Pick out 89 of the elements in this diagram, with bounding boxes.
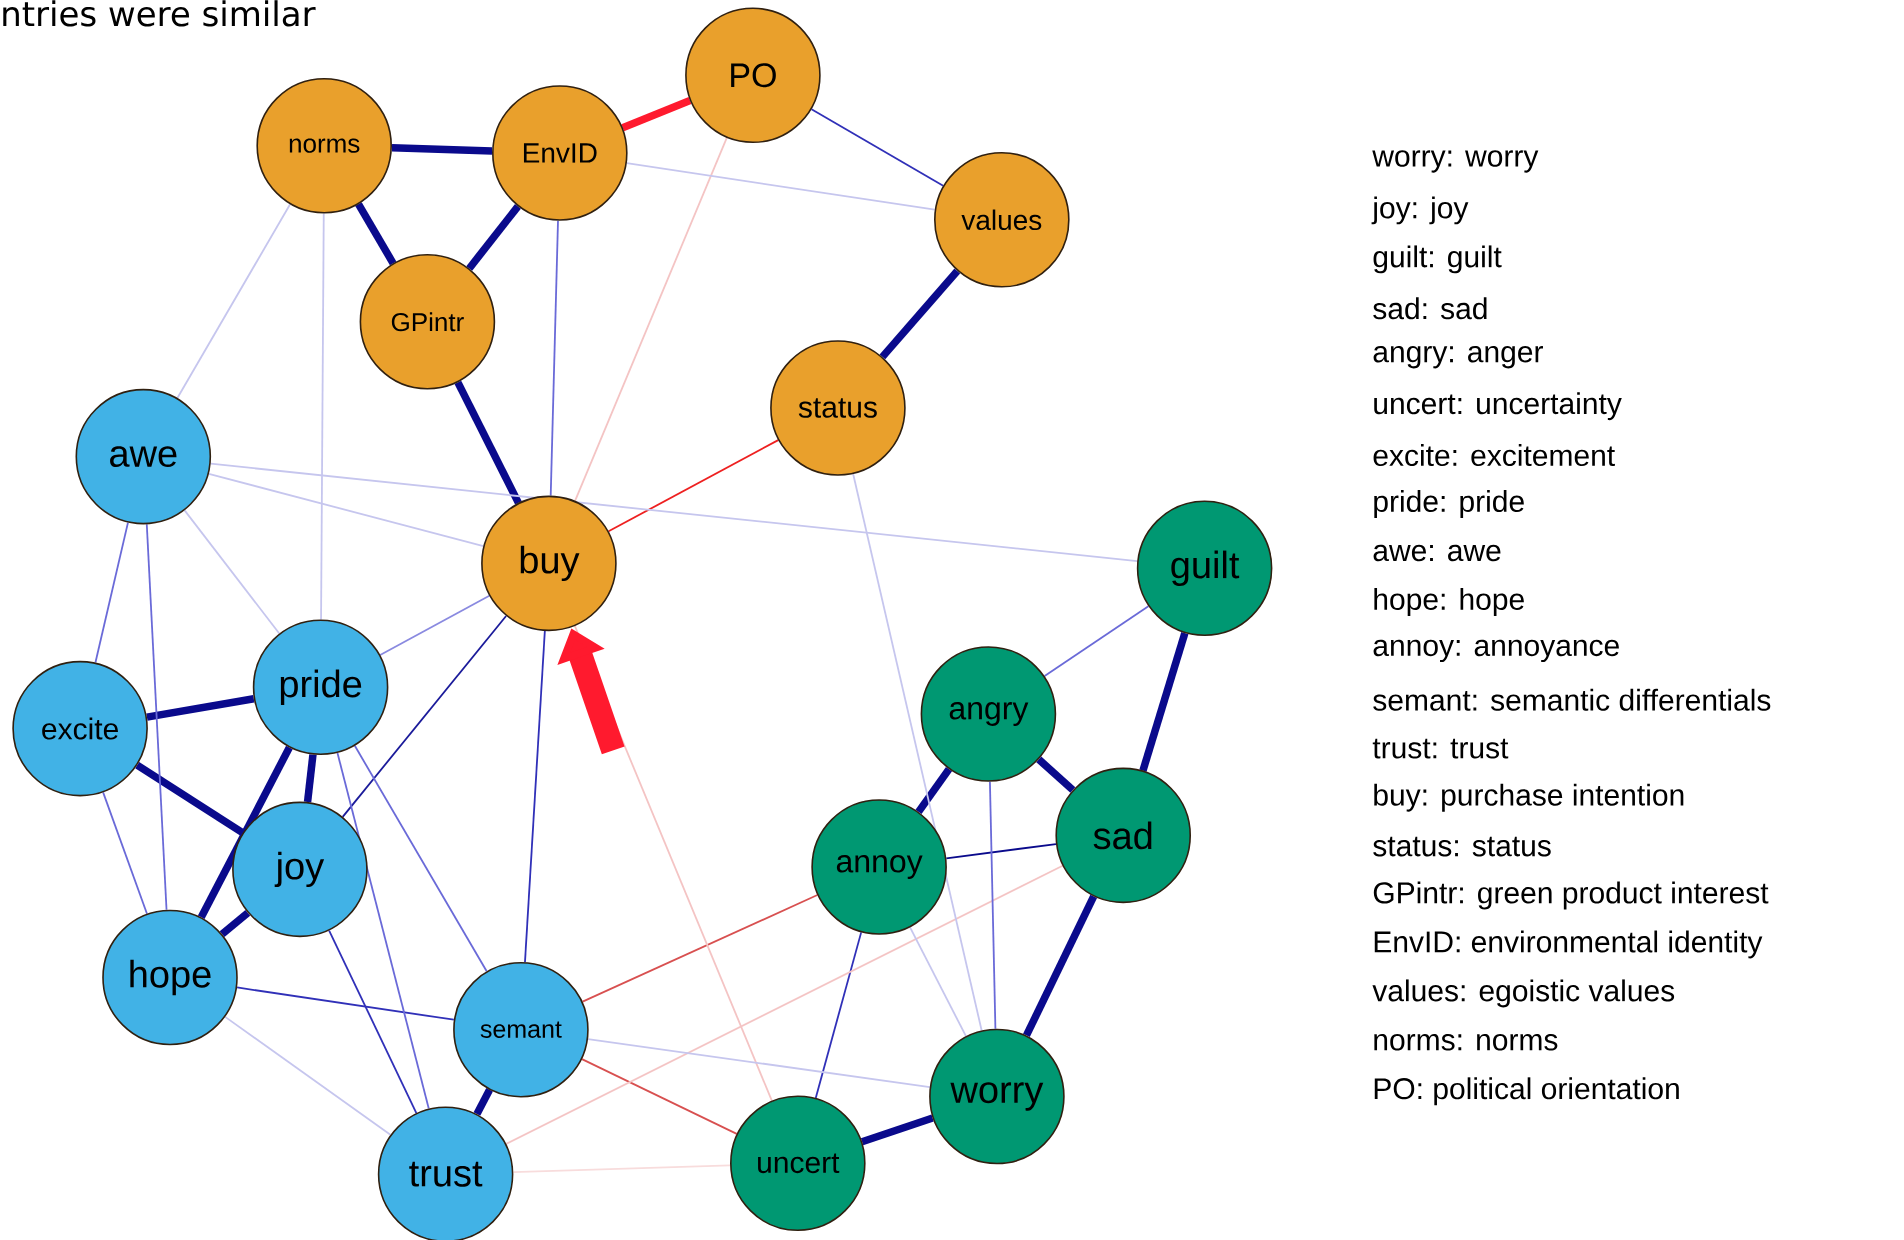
- network-edge: [581, 1058, 738, 1135]
- legend-text: values: egoistic values: [1372, 979, 1675, 1008]
- legend-text: guilt: guilt: [1373, 245, 1502, 274]
- network-edge: [989, 780, 997, 1030]
- network-node: norms: [256, 77, 392, 214]
- network-node: annoy: [811, 799, 947, 935]
- legend-text: GPintr: green product interest: [1373, 881, 1769, 910]
- legend-text: uncert: uncertainty: [1374, 392, 1622, 421]
- network-node: semant: [453, 961, 589, 1098]
- network-node: values: [934, 152, 1070, 288]
- network-edge: [574, 136, 728, 502]
- network-edge: [135, 762, 245, 836]
- network-node: uncert: [730, 1095, 866, 1232]
- network-edge: [183, 509, 281, 635]
- legend-text: angry: anger: [1373, 346, 1543, 369]
- network-edge: [852, 473, 983, 1032]
- legend-text: pride: pride: [1374, 490, 1524, 518]
- network-node: joy: [232, 801, 368, 938]
- network-edge: [320, 212, 325, 621]
- network-edge: [1043, 605, 1150, 677]
- legend-text: semant: semantic differentials: [1373, 688, 1771, 711]
- network-edge: [621, 97, 692, 132]
- network-node: trust: [377, 1106, 514, 1240]
- legend-text: norms: norms: [1374, 1034, 1558, 1051]
- legend-text: worry: worry: [1372, 150, 1539, 173]
- network-edge: [466, 204, 521, 271]
- network-edge: [607, 439, 780, 533]
- network-node: worry: [929, 1028, 1065, 1165]
- network-node: PO: [685, 7, 821, 144]
- network-edge: [236, 986, 455, 1021]
- network-edge: [102, 791, 148, 915]
- network-node: buy: [481, 495, 617, 632]
- network-edge: [945, 843, 1057, 860]
- legend-text: EnvID: environmental identity: [1374, 930, 1763, 959]
- network-edge: [355, 202, 397, 266]
- network-edge: [512, 1164, 731, 1173]
- network-edge: [336, 752, 430, 1110]
- network-edge: [353, 744, 488, 973]
- network-edge: [909, 926, 967, 1038]
- network-edge: [454, 380, 522, 505]
- network-edge: [391, 144, 493, 155]
- network-node: EnvID: [492, 85, 628, 221]
- network-edge: [328, 929, 418, 1114]
- network-edge: [814, 931, 863, 1099]
- network-node: pride: [252, 619, 389, 756]
- network-edge: [879, 268, 961, 360]
- network-edge: [209, 462, 1139, 563]
- legend-text: annoy: annoyance: [1373, 639, 1619, 663]
- network-node: guilt: [1136, 500, 1273, 637]
- network-node: excite: [12, 660, 148, 797]
- network-edge: [810, 108, 945, 187]
- network-edge: [524, 630, 546, 963]
- legend-text: trust: trust: [1372, 738, 1509, 759]
- legend-text: buy: purchase intention: [1374, 783, 1684, 812]
- legend-text: awe: awe: [1373, 544, 1501, 562]
- network-node: angry: [920, 646, 1057, 782]
- legend-text: PO: political orientation: [1374, 1077, 1679, 1106]
- network-node: sad: [1055, 767, 1191, 904]
- legend-text: sad: sad: [1373, 297, 1487, 320]
- network-edge: [581, 894, 819, 1003]
- network-edge: [473, 1088, 493, 1116]
- network-edge: [1139, 632, 1189, 772]
- network-edge: [146, 695, 255, 721]
- legend-text: joy: joy: [1371, 196, 1469, 225]
- network-edge: [860, 1114, 934, 1146]
- network-edge: [145, 523, 168, 911]
- network-edge: [1036, 756, 1076, 793]
- network-edge: [197, 745, 293, 920]
- network-edge: [915, 767, 953, 814]
- network-node: hope: [102, 909, 238, 1046]
- network-edge: [224, 1016, 392, 1136]
- network-edge: [176, 203, 291, 399]
- network-edge: [94, 521, 129, 664]
- legend-text: excite: excitement: [1373, 444, 1615, 467]
- network-node: status: [770, 340, 906, 476]
- network-edge: [587, 1038, 931, 1088]
- network-edge: [549, 219, 559, 497]
- network-edge: [219, 909, 251, 937]
- network-edge: [625, 162, 936, 211]
- caption-text: ntries were similar: [3, 0, 316, 27]
- network-node: awe: [75, 388, 212, 525]
- legend-text: hope: hope: [1374, 587, 1524, 616]
- legend-text: status: status: [1373, 836, 1551, 857]
- network-edge: [379, 594, 491, 656]
- network-edge: [1023, 894, 1098, 1038]
- network-edge: [341, 615, 507, 818]
- network-node: GPintr: [359, 254, 496, 390]
- network-edge: [505, 864, 1064, 1145]
- network-edge: [207, 472, 485, 548]
